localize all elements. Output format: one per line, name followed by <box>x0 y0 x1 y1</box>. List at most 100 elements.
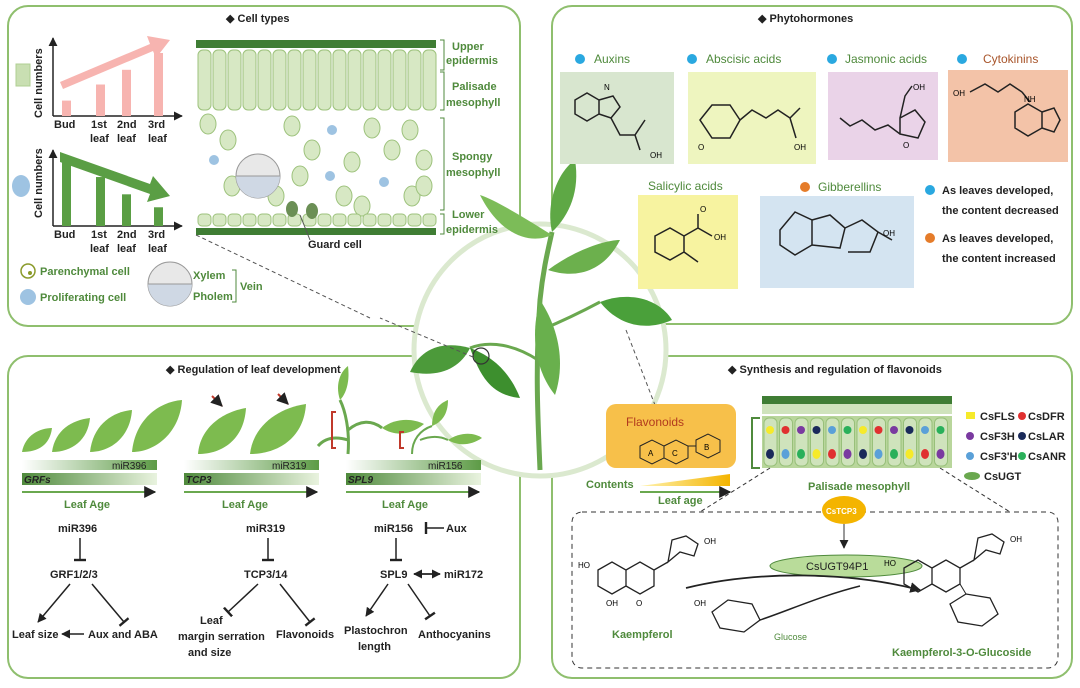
reaction-arrow <box>685 574 922 593</box>
layer-epidermis-upper: epidermis <box>446 55 498 67</box>
node-mir156: miR156 <box>374 523 413 535</box>
ja-o: O <box>903 141 909 150</box>
hormone-abscisic: Abscisic acids O OH <box>687 52 816 164</box>
x-label-bud-bottom: Bud <box>54 229 75 241</box>
y-axis-label-bottom: Cell numbers <box>33 148 45 218</box>
enzyme-dot <box>781 449 790 459</box>
x-label-bud-top: Bud <box>54 119 75 131</box>
auxin-oh: OH <box>650 151 662 160</box>
enzyme-dot <box>812 449 821 459</box>
lower-epidermis-cell <box>272 213 287 227</box>
legend-proliferating: Proliferating cell <box>40 292 126 304</box>
ja-oh: OH <box>913 83 925 92</box>
hormone-jasmonic: Jasmonic acids OH O <box>827 52 938 160</box>
decrease-bar-3 <box>154 207 163 226</box>
flavonoids-title: ◆ Synthesis and regulation of flavonoids <box>727 364 942 376</box>
pathway-tcp: miR319 TCP3/14 Leaf margin serration and… <box>178 523 334 659</box>
enz-csugt: CsUGT <box>984 471 1022 483</box>
pathway-spl: miR156 Aux SPL9 miR172 Plastochron lengt… <box>344 522 491 653</box>
lower-epidermis-cell <box>377 213 392 227</box>
phytohormones-title: ◆ Phytohormones <box>757 13 853 25</box>
x-label-leaf2-top: leaf <box>117 133 136 145</box>
parenchymal-cell <box>353 195 371 217</box>
lower-epidermis-cell <box>407 213 422 227</box>
prod-ho: HO <box>884 559 896 568</box>
flavonoids-box-label: Flavonoids <box>626 415 684 429</box>
legend-inc-2: the content increased <box>942 253 1056 265</box>
enzyme-dot <box>766 449 774 459</box>
x-label-leaf3-bottom: leaf <box>148 243 167 255</box>
gene-bars: miR396 GRFs miR319 TCP3 miR156 SPL9 Leaf… <box>22 460 481 511</box>
mir156-bar-label: miR156 <box>428 461 463 472</box>
decrease-bar-2 <box>122 194 131 226</box>
jasmonic-label: Jasmonic acids <box>845 52 927 66</box>
x-label-leaf1-top: leaf <box>90 133 109 145</box>
node-plastochron: Plastochron <box>344 625 408 637</box>
palisade-mesophyll-illustration <box>762 396 952 468</box>
decrease-trend-arrow <box>60 152 170 202</box>
legend-inc-1: As leaves developed, <box>942 233 1053 245</box>
parenchymal-cell <box>219 129 237 151</box>
lower-epidermis-cell <box>257 213 272 227</box>
aba-oh: OH <box>794 143 806 152</box>
lower-epidermis-cell <box>392 213 407 227</box>
enz-csf3h: CsF3H <box>980 431 1015 443</box>
ring-a: A <box>648 449 654 458</box>
lower-epidermis-cell <box>212 213 227 227</box>
ring-c: C <box>672 449 678 458</box>
hormone-auxins: Auxins N OH <box>560 52 674 164</box>
legend-dec-1: As leaves developed, <box>942 185 1053 197</box>
cell-number-chart-increase: Cell numbers Bud 1st 2nd 3rd leaf leaf l… <box>15 36 183 145</box>
parenchymal-cell <box>343 151 361 173</box>
ring-b: B <box>704 443 709 452</box>
kaem-o: O <box>636 599 642 608</box>
lower-epidermis-cell <box>197 213 212 227</box>
csugt94p1-label: CsUGT94P1 <box>806 561 868 573</box>
enzyme-dot <box>905 449 914 459</box>
guard-cell-shape <box>286 201 298 217</box>
increase-bar-1 <box>96 84 105 116</box>
enzyme-dot <box>890 449 898 459</box>
kaempferol-structure: HO OH OH O <box>578 535 716 608</box>
node-aux-aba: Aux and ABA <box>88 629 158 641</box>
parenchymal-cell <box>291 165 309 187</box>
palisade-cell <box>422 49 437 111</box>
auxin-nh: N <box>604 83 610 92</box>
node-mir396: miR396 <box>58 523 97 535</box>
hormone-cytokinins: Cytokinins OH NH <box>948 52 1068 162</box>
lower-epidermis-cell <box>317 213 332 227</box>
enz-csf3h2: CsF3'H <box>980 451 1018 463</box>
product-label: Kaempferol-3-O-Glucoside <box>892 647 1031 659</box>
prod-oh: OH <box>1010 535 1022 544</box>
cytokinins-label: Cytokinins <box>983 52 1038 66</box>
hormone-gibberellins: Gibberellins OH <box>760 180 914 288</box>
product-structure: HO OH <box>884 533 1022 627</box>
node-aux: Aux <box>446 523 468 535</box>
regulation-leaves <box>22 366 482 455</box>
lower-epidermis-cell <box>362 213 377 227</box>
lower-epidermis-cell <box>227 213 242 227</box>
node-length: length <box>358 641 391 653</box>
parenchymal-cell <box>415 149 433 171</box>
node-leaf-size: Leaf size <box>12 629 58 641</box>
node-flavonoids: Flavonoids <box>276 629 334 641</box>
leaf-age-3: Leaf Age <box>382 499 428 511</box>
palisade-cell <box>242 49 257 111</box>
parenchymal-cell <box>415 175 433 197</box>
leaf-age-1: Leaf Age <box>64 499 110 511</box>
parenchymal-cell <box>363 117 381 139</box>
enz-csanr: CsANR <box>1028 451 1066 463</box>
synthesis-dashed-box <box>571 511 1059 669</box>
layer-mesophyll-p: mesophyll <box>446 97 500 109</box>
enz-csfls: CsFLS <box>980 411 1015 423</box>
kaem-oh2: OH <box>606 599 618 608</box>
grfs-bar-label: GRFs <box>24 475 51 486</box>
lower-epidermis-cell <box>347 213 362 227</box>
enz-cslar: CsLAR <box>1028 431 1065 443</box>
salicylic-label: Salicylic acids <box>648 179 723 193</box>
enzyme-dot <box>843 449 852 459</box>
palisade-cell <box>332 49 347 111</box>
node-tcp314: TCP3/14 <box>244 569 288 581</box>
ck-nh: NH <box>1024 95 1036 104</box>
decrease-bar-1 <box>96 177 105 226</box>
